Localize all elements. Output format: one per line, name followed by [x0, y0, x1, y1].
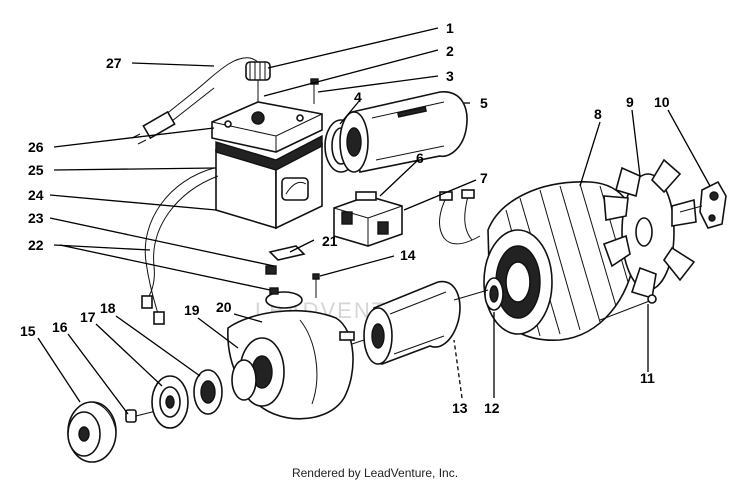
callout-6: 6: [416, 150, 424, 166]
callout-18: 18: [100, 300, 116, 316]
rotor: [339, 280, 489, 366]
callout-7: 7: [480, 170, 488, 186]
callout-4: 4: [354, 89, 362, 105]
callout-14: 14: [400, 247, 416, 263]
switch-box-housing: [215, 134, 323, 230]
callout-1: 1: [446, 20, 454, 36]
switch-box-cover: [211, 101, 323, 153]
callout-13: 13: [452, 400, 468, 416]
callout-11: 11: [640, 370, 655, 386]
callout-23: 23: [28, 210, 44, 226]
callout-15: 15: [20, 323, 36, 339]
callout-12: 12: [484, 400, 500, 416]
front-end-bell: [227, 309, 355, 420]
callout-22: 22: [28, 237, 44, 253]
callout-24: 24: [28, 187, 44, 203]
callout-2: 2: [446, 43, 454, 59]
callout-20: 20: [216, 299, 232, 315]
switch-knob: [245, 61, 271, 112]
callout-10: 10: [654, 94, 670, 110]
footer-credit: Rendered by LeadVenture, Inc.: [291, 466, 459, 480]
callout-16: 16: [52, 319, 68, 335]
bearing-retainer: [193, 369, 223, 415]
callout-5: 5: [480, 95, 488, 111]
callout-19: 19: [184, 302, 200, 318]
end-bell-screw: [312, 273, 320, 298]
cooling-fan: [602, 158, 697, 300]
pulley-bolt: [125, 409, 161, 423]
stator-leads: [439, 189, 481, 245]
rear-bearing: [484, 277, 504, 311]
front-bearing: [151, 375, 189, 429]
drive-pulley: [67, 401, 117, 463]
callout-numbers: 1 2 3 4 5 6 7 8 9 10 11 12 13 14 15 16 1…: [20, 20, 670, 416]
callout-25: 25: [28, 162, 44, 178]
callout-26: 26: [28, 139, 44, 155]
connector-wires: [141, 167, 279, 325]
leader-lines: [37, 27, 711, 415]
callout-9: 9: [626, 94, 634, 110]
stator-housing: [483, 181, 638, 341]
callout-21: 21: [322, 233, 338, 249]
through-bolt: [599, 294, 657, 321]
capacitor: [339, 91, 468, 173]
callout-17: 17: [80, 309, 96, 325]
terminal-block: [333, 191, 403, 247]
callout-8: 8: [594, 106, 602, 122]
callout-27: 27: [106, 55, 122, 71]
centrifugal-switch: [679, 180, 727, 229]
callout-3: 3: [446, 68, 454, 84]
end-bell-gasket: [265, 291, 303, 309]
